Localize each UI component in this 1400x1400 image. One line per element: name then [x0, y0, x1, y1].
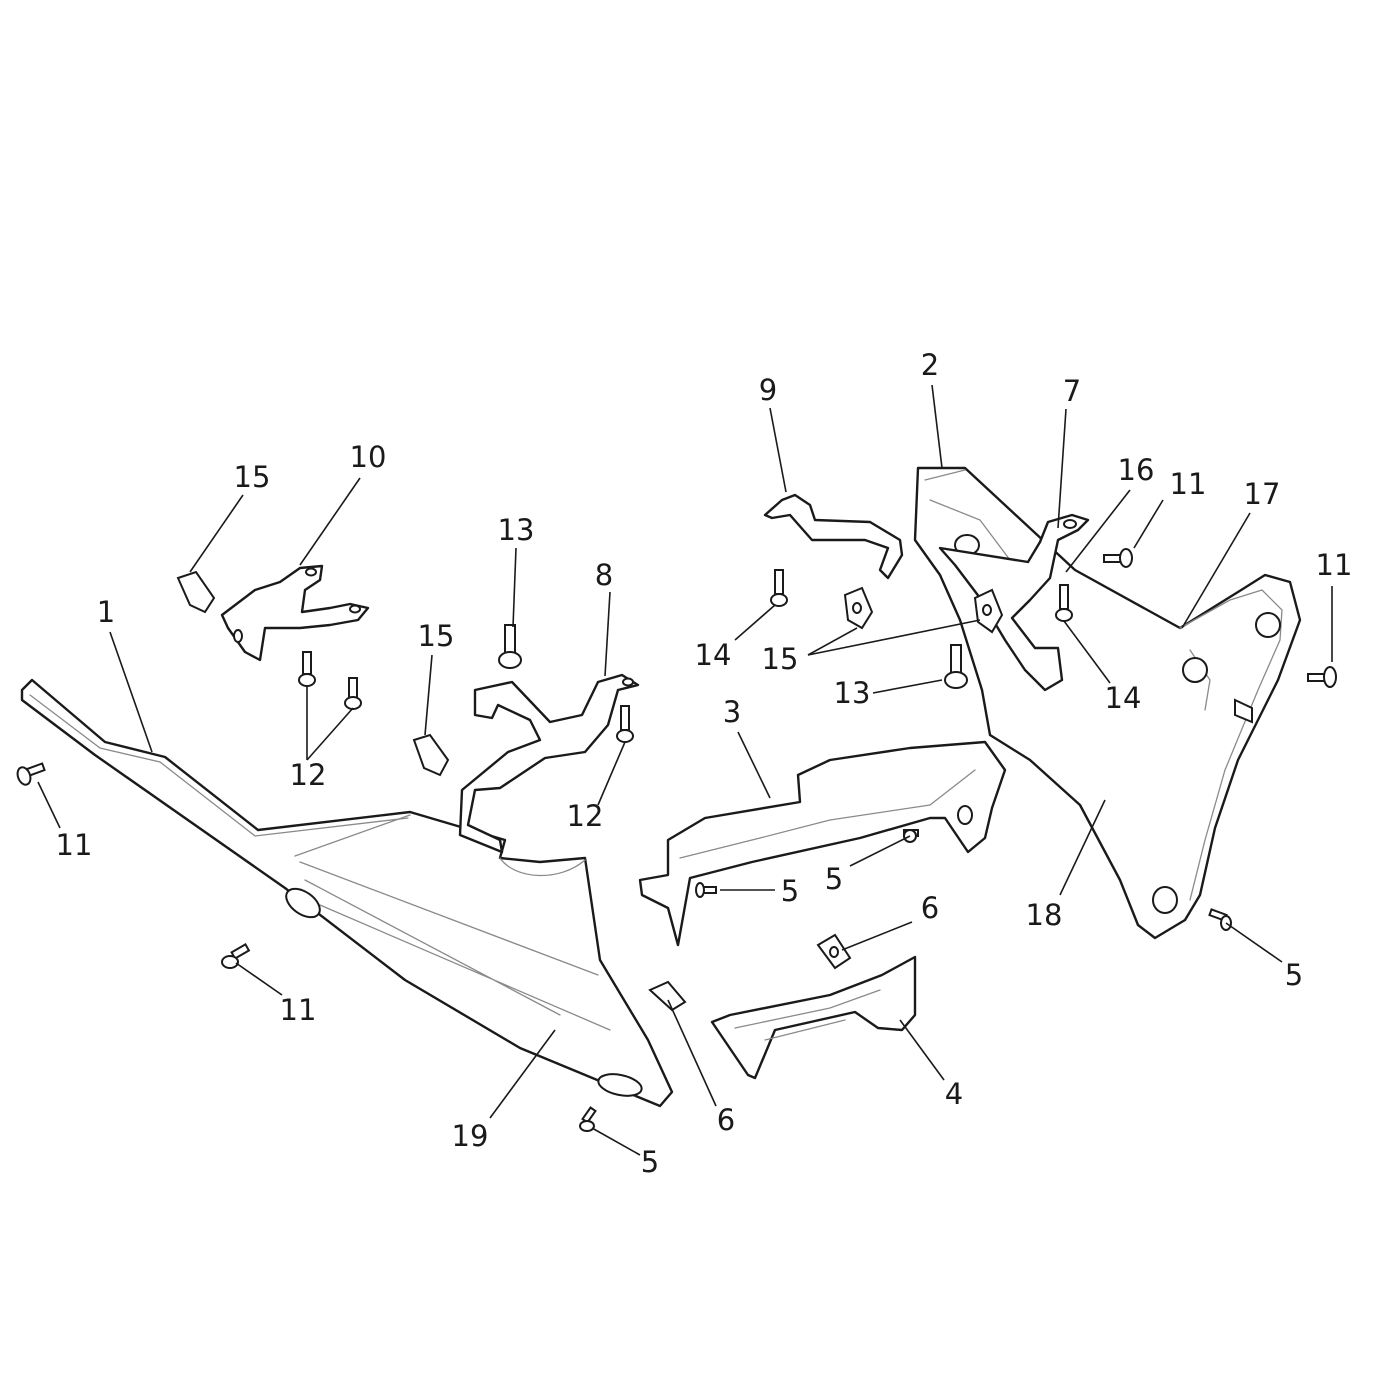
screw-5-c: [903, 829, 919, 843]
bolt-13-b: [944, 644, 968, 689]
callout-9: 9: [759, 373, 777, 407]
callout-16: 16: [1118, 453, 1155, 487]
callout-7: 7: [1063, 374, 1081, 408]
bolt-13-a: [498, 624, 522, 669]
callout-15-b: 15: [418, 619, 455, 653]
callout-14-a: 14: [695, 638, 732, 672]
callout-6-b: 6: [921, 891, 939, 925]
screw-11-left: [16, 762, 46, 786]
callout-6-a: 6: [717, 1103, 735, 1137]
callout-11-c: 11: [1170, 467, 1207, 501]
bolt-12-c: [616, 705, 634, 743]
callout-19: 19: [452, 1119, 489, 1153]
clip-15-d: [973, 588, 1004, 634]
part-3-inner-panel: [638, 740, 1007, 947]
part-9-bracket: [763, 493, 904, 580]
screw-11-far-right: [1307, 666, 1337, 688]
callout-13-b: 13: [834, 676, 871, 710]
screw-11-upper-right: [1103, 548, 1133, 568]
part-4-lower-trim: [710, 955, 917, 1080]
callout-5-d: 5: [1285, 958, 1303, 992]
callout-14-b: 14: [1105, 681, 1142, 715]
clip-15-b: [412, 733, 450, 777]
bolt-12-a: [298, 651, 316, 687]
callout-11-d: 11: [1316, 548, 1353, 582]
callout-3: 3: [723, 695, 741, 729]
callout-12-b: 12: [567, 799, 604, 833]
bolt-14-a: [770, 569, 788, 607]
nut-6-b: [816, 933, 852, 970]
callout-18: 18: [1026, 898, 1063, 932]
callout-4: 4: [945, 1077, 963, 1111]
screw-5-a: [579, 1106, 597, 1132]
clip-15-a: [176, 570, 216, 614]
callout-5-c: 5: [825, 862, 843, 896]
part-10-bracket: [220, 564, 370, 662]
callout-11-a: 11: [56, 828, 93, 862]
callout-8: 8: [595, 558, 613, 592]
part-1-lower-fairing-panel: [20, 678, 674, 1108]
clip-15-c: [843, 586, 874, 630]
callout-11-b: 11: [280, 993, 317, 1027]
screw-5-b: [695, 882, 717, 898]
screw-5-d: [1208, 908, 1232, 931]
part-8-bracket: [458, 673, 640, 854]
leader-lines: [37, 384, 1333, 1156]
callout-2: 2: [921, 348, 939, 382]
bolt-14-b: [1055, 584, 1073, 622]
callout-5-a: 5: [641, 1145, 659, 1179]
callout-labels: 1 2 3 4 5 5 5 5 6 6 7 8 9 10 11 11 11 11…: [56, 348, 1353, 1179]
callout-10: 10: [350, 440, 387, 474]
callout-17: 17: [1244, 477, 1281, 511]
callout-1: 1: [97, 595, 115, 629]
callout-12-a: 12: [290, 758, 327, 792]
callout-15-a: 15: [234, 460, 271, 494]
bolt-12-b: [344, 677, 362, 710]
fasteners: [16, 548, 1337, 1132]
screw-11-bottom: [221, 943, 251, 969]
callout-13-a: 13: [498, 513, 535, 547]
nut-6-a: [648, 980, 687, 1012]
callout-5-b: 5: [781, 874, 799, 908]
part-7-bracket: [938, 513, 1090, 692]
callout-15-c: 15: [762, 642, 799, 676]
